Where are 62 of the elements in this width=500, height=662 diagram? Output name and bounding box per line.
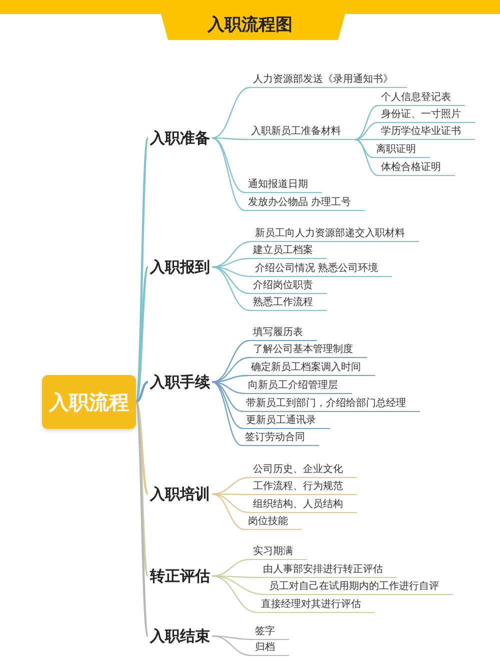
topic-item: 身份证、一寸照片 bbox=[378, 108, 475, 123]
branch-topic: 入职报到 bbox=[148, 256, 212, 278]
root-topic: 入职流程 bbox=[42, 375, 136, 429]
topic-item: 实习期满 bbox=[250, 545, 307, 560]
topic-item: 了解公司基本管理制度 bbox=[250, 343, 367, 358]
connector-line bbox=[212, 266, 250, 294]
connector-line bbox=[212, 137, 248, 140]
topic-item: 入职新员工准备材料 bbox=[248, 125, 355, 140]
connector-line bbox=[212, 356, 250, 383]
branch-topic: 转正评估 bbox=[148, 565, 212, 587]
connector-line bbox=[212, 381, 244, 412]
topic-item: 岗位技能 bbox=[245, 515, 302, 530]
connector-line bbox=[354, 104, 378, 140]
connector-line bbox=[136, 380, 148, 404]
title: 入职流程图 bbox=[206, 14, 294, 37]
connector-line bbox=[134, 402, 150, 636]
topic-item: 通知报道日期 bbox=[245, 178, 322, 193]
topic-item: 归档 bbox=[252, 641, 289, 656]
branch-topic: 入职手续 bbox=[148, 371, 212, 393]
topic-item: 向新员工介绍管理层 bbox=[245, 379, 352, 394]
connector-line bbox=[212, 240, 252, 268]
connector-line bbox=[212, 575, 258, 614]
topic-item: 建立员工档案 bbox=[250, 244, 327, 259]
topic-item: 确定新员工档案调入时间 bbox=[248, 361, 375, 376]
connector-line bbox=[212, 493, 246, 530]
topic-item: 新员工向人力资源部递交入职材料 bbox=[252, 227, 419, 242]
topic-item: 学历学位毕业证书 bbox=[378, 125, 475, 140]
connector-line bbox=[212, 137, 246, 212]
branch-topic: 入职结束 bbox=[148, 625, 212, 647]
topic-item: 填写履历表 bbox=[250, 326, 317, 341]
connector-line bbox=[135, 266, 149, 402]
topic-item: 组织结构、人员结构 bbox=[250, 498, 357, 513]
connector-line bbox=[212, 86, 250, 139]
topic-item: 更新员工通讯录 bbox=[243, 414, 330, 429]
topic-item: 人力资源部发送《录用通知书》 bbox=[250, 73, 407, 88]
connector-line bbox=[212, 558, 250, 577]
topic-item: 员工对自己在试用期内的工作进行自评 bbox=[266, 580, 453, 595]
topic-item: 带新员工到部门，介绍给部门总经理 bbox=[243, 397, 420, 412]
connector-line bbox=[355, 138, 378, 140]
connector-line bbox=[354, 122, 378, 140]
connector-line bbox=[212, 635, 252, 656]
topic-item: 体检合格证明 bbox=[378, 161, 455, 176]
connector-line bbox=[354, 138, 378, 176]
connector-line bbox=[212, 476, 250, 495]
topic-item: 个人信息登记表 bbox=[378, 91, 465, 106]
branch-topic: 入职准备 bbox=[148, 127, 212, 149]
topic-item: 直接经理对其进行评估 bbox=[258, 598, 375, 613]
connector-line bbox=[212, 266, 250, 312]
topic-item: 熟悉工作流程 bbox=[250, 296, 327, 311]
topic-item: 由人事部安排进行转正评估 bbox=[260, 563, 397, 578]
connector-line bbox=[212, 340, 250, 383]
topic-item: 离职证明 bbox=[373, 143, 430, 158]
topic-item: 工作流程、行为规范 bbox=[250, 480, 357, 495]
branch-topic: 入职培训 bbox=[148, 483, 212, 505]
connector-line bbox=[135, 401, 149, 495]
topic-item: 公司历史、企业文化 bbox=[250, 463, 357, 478]
connector-line bbox=[212, 381, 242, 446]
topic-item: 签订劳动合同 bbox=[242, 431, 319, 446]
topic-item: 介绍岗位职责 bbox=[250, 279, 327, 294]
topic-item: 签字 bbox=[252, 625, 289, 640]
topic-item: 发放办公物品 办理工号 bbox=[245, 196, 366, 211]
topic-item: 介绍公司情况 熟悉公司环境 bbox=[252, 262, 392, 277]
